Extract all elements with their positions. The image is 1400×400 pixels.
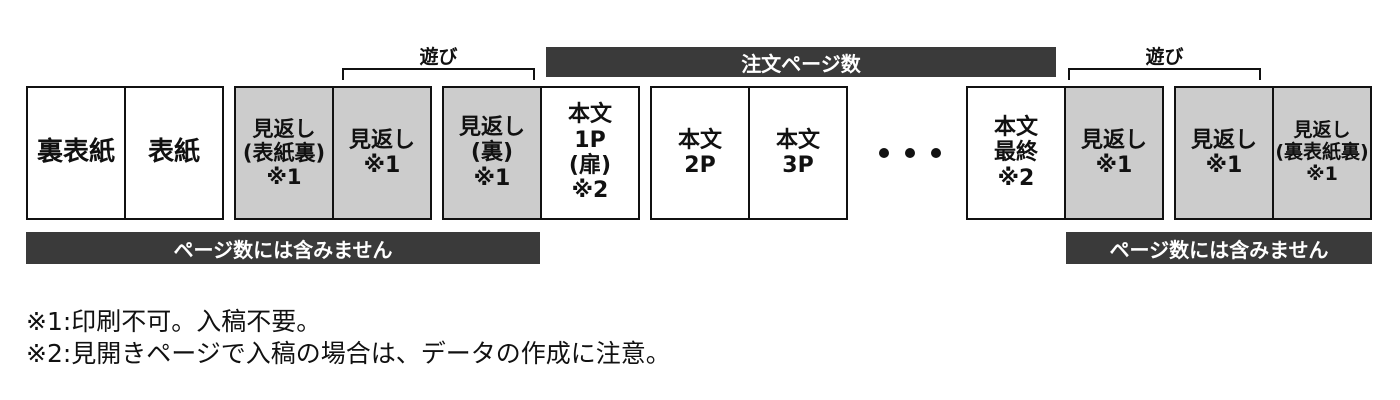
ordered-pages-label: 注文ページ数 <box>741 51 861 76</box>
cell-back-cover: 裏表紙 <box>26 86 126 220</box>
play-bracket-left <box>342 68 535 80</box>
dot <box>905 148 915 158</box>
cell-endpaper-inside-front: 見返し (表紙裏) ※1 <box>234 86 334 220</box>
note-2: ※2:見開きページで入稿の場合は、データの作成に注意。 <box>26 339 671 368</box>
ellipsis-dots <box>860 86 960 220</box>
dot <box>879 148 889 158</box>
excluded-pages-label-left: ページ数には含みません <box>173 237 393 262</box>
excluded-pages-bar-left: ページ数には含みません <box>26 232 540 264</box>
cell-body-1p: 本文 1P (扉) ※2 <box>540 86 640 220</box>
note-1: ※1:印刷不可。入稿不要。 <box>26 307 322 336</box>
dot <box>931 148 941 158</box>
cell-endpaper-right-1: 見返し ※1 <box>1064 86 1164 220</box>
play-bracket-right <box>1068 68 1261 80</box>
ordered-pages-bar: 注文ページ数 <box>546 47 1056 77</box>
play-label-right: 遊び <box>1145 46 1184 68</box>
cell-body-2p: 本文 2P <box>650 86 750 220</box>
excluded-pages-label-right: ページ数には含みません <box>1109 237 1329 262</box>
play-label-left: 遊び <box>419 46 458 68</box>
excluded-pages-bar-right: ページ数には含みません <box>1066 232 1372 264</box>
cell-endpaper-right-2: 見返し ※1 <box>1174 86 1274 220</box>
cell-front-cover: 表紙 <box>124 86 224 220</box>
cell-endpaper-1: 見返し ※1 <box>332 86 432 220</box>
cell-endpaper-back-side: 見返し (裏) ※1 <box>442 86 542 220</box>
cell-body-last: 本文 最終 ※2 <box>966 86 1066 220</box>
cell-endpaper-inside-back: 見返し (裏表紙裏) ※1 <box>1272 86 1372 220</box>
cell-body-3p: 本文 3P <box>748 86 848 220</box>
